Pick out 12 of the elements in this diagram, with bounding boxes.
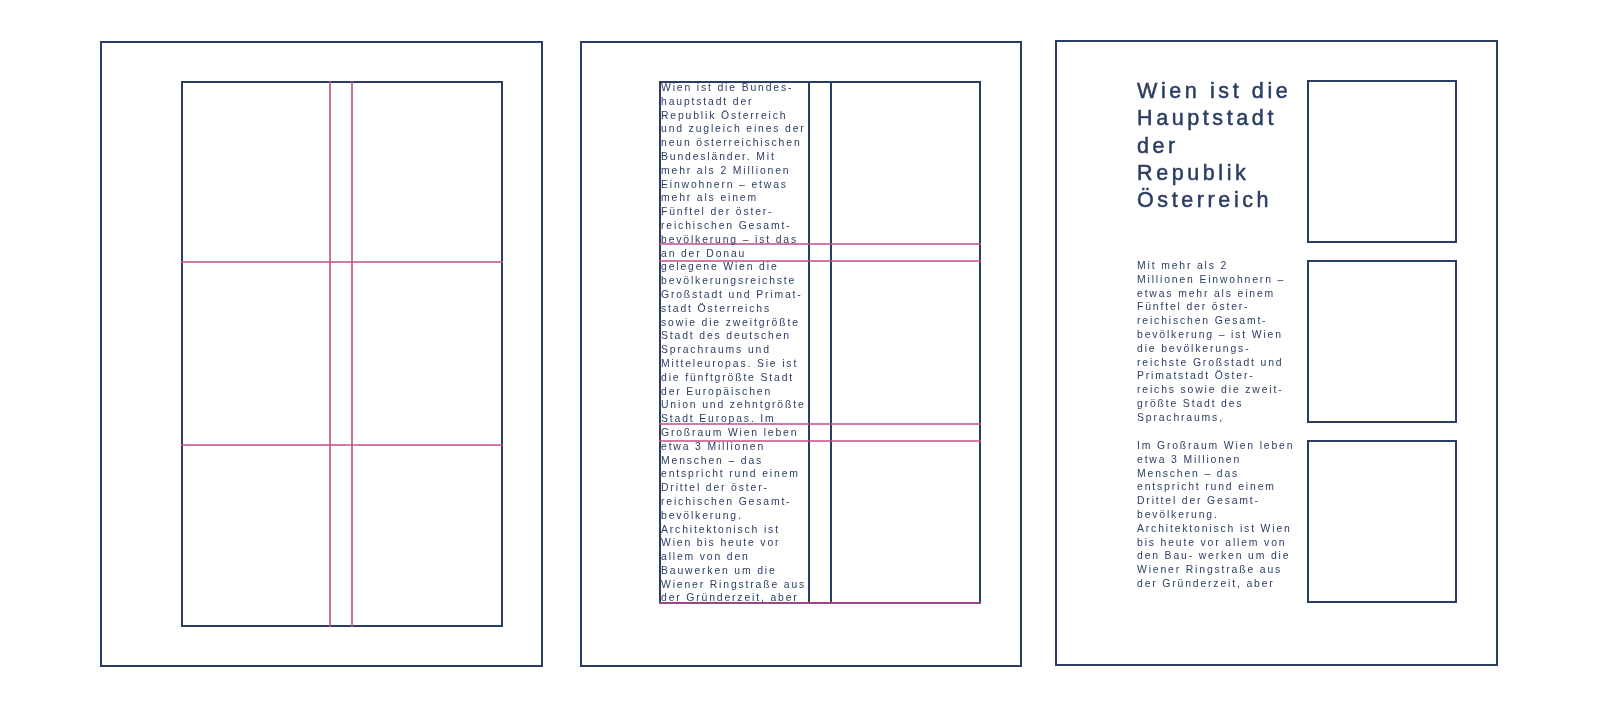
page-frame [100,41,543,667]
type-area-frame [659,81,981,604]
body-text: Wien ist die Bundes- hauptstadt der Republik Österreich und zugleich eines der neun österreichischen Bundesländer. Mit mehr als 2 Millionen Einwohnern – etwas mehr als einem Fünftel der öster- reichischen Gesamt- bevölkerung – ist das an der Donau gelegene Wien die bevölkerungsreichste Großstadt und Primat- stadt Österreichs sowie die zweitgrößte Stadt des deutschen Sprachraums und Mitteleuropas. Sie ist die fünftgrößte Stadt der Europäischen Union und zehntgrößte Stadt Europas. Im Großraum Wien leben etwa 3 Millionen Menschen – das entspricht rund einem Drittel der öster- reichischen Gesamt- bevölkerung. Architektonisch ist Wien bis heute vor allem von den Bauwerken um die Wiener Ringstraße aus der Gründerzeit, aber [661,81,807,606]
type-area-frame [181,81,503,627]
image-frame [1307,440,1457,603]
page-frame [1055,40,1498,666]
image-frame [1307,260,1457,423]
headline: Wien ist die Hauptstadt der Republik Österreich [1137,78,1293,215]
body-text: Mit mehr als 2 Millionen Einwohnern – etwas mehr als einem Fünftel der öster- reichischen Gesamt- bevölkerung – ist Wien die bevölkerungs- reichste Großstadt und Primatstadt Öster- reichs sowie die zweit- größte Stadt des Sprachraums, [1137,259,1287,425]
body-text: Im Großraum Wien leben etwa 3 Millionen Menschen – das entspricht rund einem Drittel der Gesamt- bevölkerung. Architektonisch ist Wien bis heute vor allem von den Bau- werken um die Wiener Ringstraße aus der Gründerzeit, aber [1137,439,1295,591]
image-frame [1307,80,1457,243]
page-frame [580,41,1022,667]
